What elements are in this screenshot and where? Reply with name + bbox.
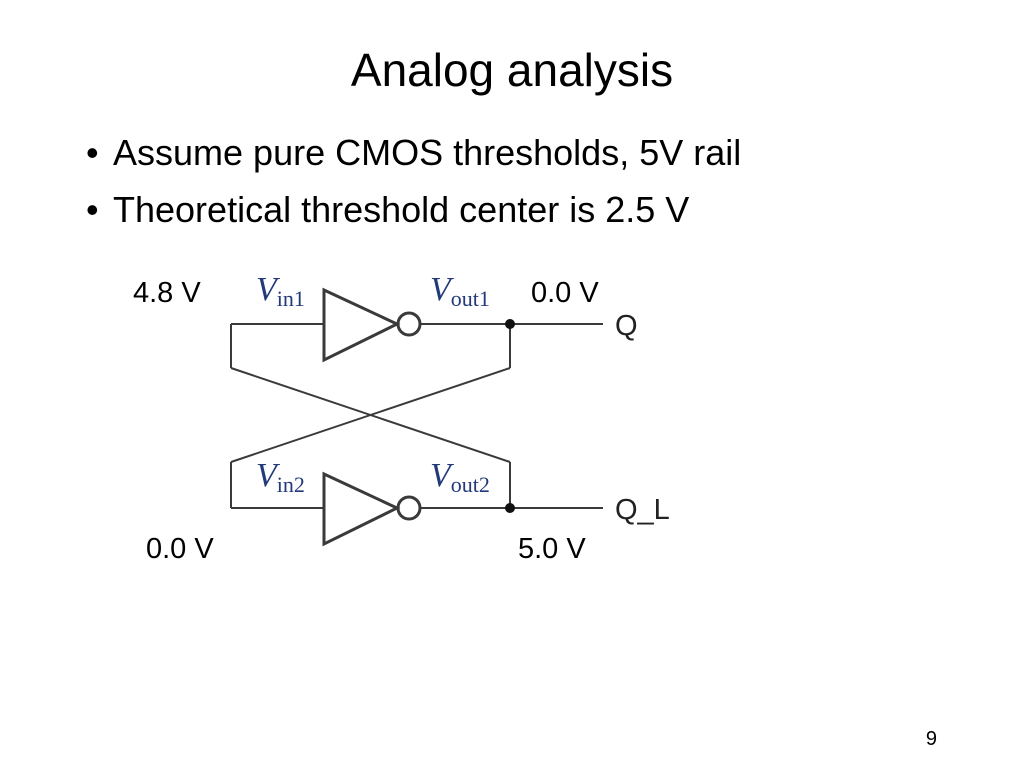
- port-label-vin1: Vin1: [256, 271, 305, 312]
- junction-dot-out2: [505, 503, 515, 513]
- inverter-1-triangle: [322, 287, 401, 363]
- bullet-item: • Theoretical threshold center is 2.5 V: [86, 187, 741, 233]
- bullet-marker: •: [86, 189, 99, 230]
- output-label-q: Q: [615, 310, 638, 342]
- wire-cross-out2-to-in1: [230, 367, 511, 463]
- bullet-item: • Assume pure CMOS thresholds, 5V rail: [86, 130, 741, 176]
- port-label-vin2: Vin2: [256, 457, 305, 498]
- port-label-vout1: Vout1: [430, 271, 490, 312]
- voltage-out1: 0.0 V: [531, 277, 599, 309]
- output-label-q-l: Q_L: [615, 494, 670, 526]
- slide-title: Analog analysis: [350, 44, 674, 96]
- inverter-2-triangle: [322, 471, 401, 547]
- port-label-vout2: Vout2: [430, 457, 490, 498]
- voltage-in2: 0.0 V: [146, 533, 214, 565]
- bullet-text: Theoretical threshold center is 2.5 V: [113, 189, 690, 230]
- page-number: 9: [925, 728, 937, 750]
- inverter-1-bubble: [396, 311, 422, 337]
- bullet-list: • Assume pure CMOS thresholds, 5V rail • T…: [86, 130, 741, 244]
- junction-dot-out1: [505, 319, 515, 329]
- bullet-text: Assume pure CMOS thresholds, 5V rail: [113, 132, 742, 173]
- bullet-marker: •: [86, 132, 99, 173]
- inverter-2-bubble: [396, 495, 422, 521]
- voltage-in1: 4.8 V: [133, 277, 201, 309]
- voltage-out2: 5.0 V: [518, 533, 586, 565]
